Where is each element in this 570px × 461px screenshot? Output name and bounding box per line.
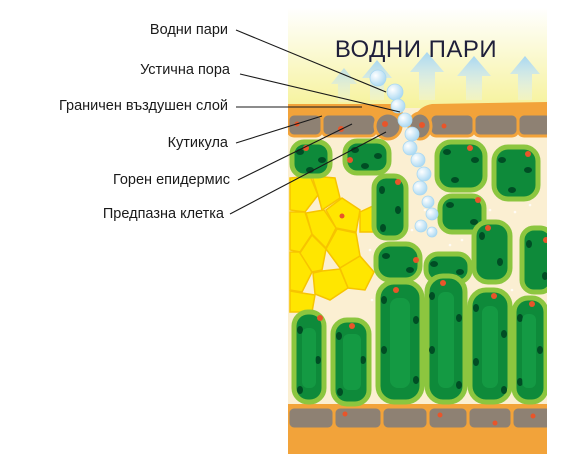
chloroplasts bbox=[296, 147, 547, 396]
leader-water-vapor bbox=[235, 29, 387, 93]
leader-cuticle bbox=[235, 115, 323, 144]
diagram-title: ВОДНИ ПАРИ bbox=[334, 36, 498, 63]
leader-stomatal-pore bbox=[239, 73, 401, 113]
leader-upper-epidermis bbox=[237, 123, 353, 181]
label-cuticle: Кутикула bbox=[167, 135, 228, 151]
label-stomatal-pore: Устична пора bbox=[140, 62, 230, 78]
vapor-bubbles bbox=[369, 69, 439, 238]
label-boundary-layer: Граничен въздушен слой bbox=[58, 98, 228, 114]
cell-interiors bbox=[302, 292, 536, 390]
boundary-air bbox=[288, 8, 547, 110]
lower-epidermis-nuclei bbox=[342, 411, 536, 426]
upper-epidermis-cells bbox=[288, 112, 547, 138]
label-upper-epidermis: Горен епидермис bbox=[112, 172, 230, 188]
label-water-vapor: Водни пари bbox=[149, 22, 228, 38]
leader-guard-cell bbox=[229, 131, 387, 215]
label-guard-cell: Предпазна клетка bbox=[102, 206, 224, 222]
cell-nuclei bbox=[303, 145, 547, 329]
leader-lines bbox=[229, 29, 401, 215]
leaf-tissue bbox=[288, 8, 547, 454]
lower-epidermis-cells bbox=[288, 405, 547, 431]
